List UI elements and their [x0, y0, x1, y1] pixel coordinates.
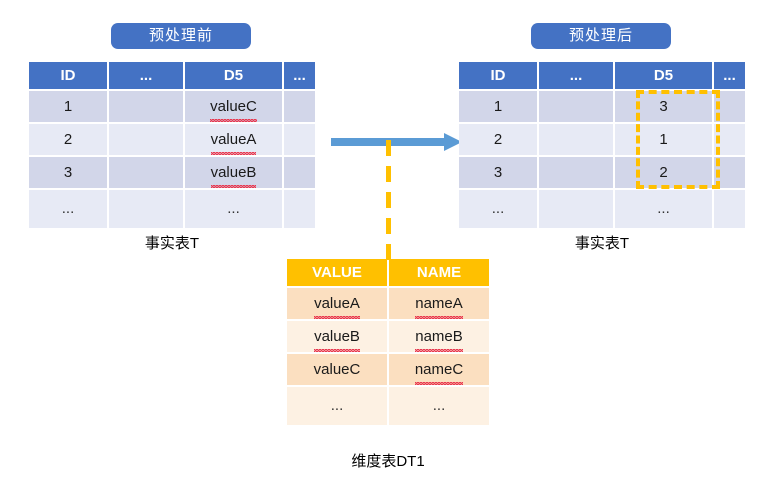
lookup-connector-line [386, 140, 391, 260]
cell-name-text: nameA [415, 288, 463, 319]
cell-d5: 3 [615, 91, 712, 122]
cell-blank [539, 91, 613, 122]
cell-blank [284, 91, 315, 122]
cell-value-text: valueB [314, 321, 360, 352]
cell-blank [714, 91, 745, 122]
table-row-ellipsis: ... ... [287, 387, 490, 425]
column-header-d5: D5 [615, 62, 712, 89]
caption-dimension-table: 维度表DT1 [351, 453, 425, 470]
table-row: valueA nameA [287, 288, 490, 319]
cell-d5: 1 [615, 124, 712, 155]
table-row-ellipsis: ... ... [29, 190, 315, 228]
cell-value: valueC [287, 354, 387, 385]
cell-value-text: valueC [313, 361, 361, 378]
table-row: 2 1 [459, 124, 745, 155]
column-header-ellipsis-1: ... [539, 62, 613, 89]
column-header-value: VALUE [287, 259, 387, 286]
table-header-row: ID ... D5 ... [29, 62, 315, 89]
column-header-ellipsis-2: ... [714, 62, 745, 89]
cell-name: nameC [389, 354, 489, 385]
table-row: 1 3 [459, 91, 745, 122]
cell-blank [284, 124, 315, 155]
cell-d5-text: valueC [210, 91, 257, 122]
cell-d5: 2 [615, 157, 712, 188]
table-header-row: VALUE NAME [287, 259, 490, 286]
cell-name: nameB [389, 321, 489, 352]
cell-blank [109, 157, 183, 188]
badge-after-preprocessing: 预处理后 [531, 23, 671, 49]
table-row: 2 valueA [29, 124, 315, 155]
badge-before-preprocessing: 预处理前 [111, 23, 251, 49]
table-row: valueC nameC [287, 354, 490, 385]
cell-value: ... [287, 387, 387, 425]
fact-table-before: ID ... D5 ... 1 valueC 2 valueA 3 valueB… [29, 62, 315, 228]
cell-d5: ... [185, 190, 282, 228]
cell-blank [109, 124, 183, 155]
cell-id: 2 [459, 124, 537, 155]
caption-fact-table-before: 事实表T [144, 235, 200, 252]
table-row: 3 valueB [29, 157, 315, 188]
column-header-id: ID [459, 62, 537, 89]
cell-id: 3 [459, 157, 537, 188]
cell-name-text: nameC [414, 354, 464, 385]
cell-d5: valueA [185, 124, 282, 155]
cell-value: valueB [287, 321, 387, 352]
cell-name: nameA [389, 288, 489, 319]
cell-id: 2 [29, 124, 107, 155]
caption-fact-table-after: 事实表T [574, 235, 630, 252]
cell-id: 1 [459, 91, 537, 122]
cell-blank [714, 157, 745, 188]
table-row: 3 2 [459, 157, 745, 188]
cell-d5-text: valueA [210, 124, 256, 155]
table-row: valueB nameB [287, 321, 490, 352]
cell-blank [109, 91, 183, 122]
cell-blank [539, 157, 613, 188]
transform-arrow-head [444, 133, 462, 151]
cell-id: ... [459, 190, 537, 228]
cell-d5-text: valueB [210, 157, 256, 188]
cell-d5: valueB [185, 157, 282, 188]
fact-table-after: ID ... D5 ... 1 3 2 1 3 2 ... ... [459, 62, 745, 228]
cell-blank [109, 190, 183, 228]
column-header-name: NAME [389, 259, 489, 286]
cell-blank [284, 157, 315, 188]
table-row-ellipsis: ... ... [459, 190, 745, 228]
cell-blank [714, 124, 745, 155]
column-header-ellipsis-1: ... [109, 62, 183, 89]
cell-d5: valueC [185, 91, 282, 122]
cell-value: valueA [287, 288, 387, 319]
cell-id: ... [29, 190, 107, 228]
cell-value-text: valueA [314, 288, 360, 319]
dimension-table: VALUE NAME valueA nameA valueB nameB val… [287, 259, 490, 425]
cell-d5: ... [615, 190, 712, 228]
table-row: 1 valueC [29, 91, 315, 122]
cell-name-text: nameB [415, 321, 463, 352]
cell-blank [539, 124, 613, 155]
cell-blank [539, 190, 613, 228]
column-header-d5: D5 [185, 62, 282, 89]
cell-id: 3 [29, 157, 107, 188]
cell-blank [284, 190, 315, 228]
table-header-row: ID ... D5 ... [459, 62, 745, 89]
cell-name: ... [389, 387, 489, 425]
column-header-ellipsis-2: ... [284, 62, 315, 89]
column-header-id: ID [29, 62, 107, 89]
cell-blank [714, 190, 745, 228]
cell-id: 1 [29, 91, 107, 122]
